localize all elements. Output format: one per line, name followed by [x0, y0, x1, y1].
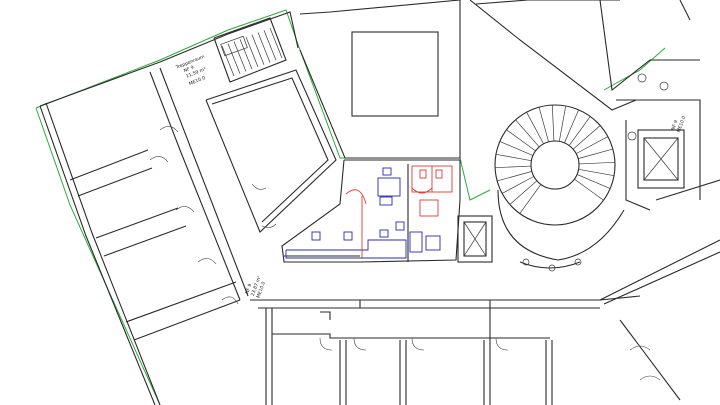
spiral-step [495, 153, 532, 162]
spiral-step [578, 168, 615, 177]
stair-step [263, 30, 277, 61]
spiral-step [526, 111, 544, 145]
right-id-label: NF 9 [670, 119, 679, 131]
spiral-step [568, 116, 591, 146]
spiral-step [499, 141, 534, 156]
stair-step [269, 27, 283, 59]
spiral-step [572, 125, 601, 150]
stair-step [221, 45, 235, 77]
right-code-label: ME10.0 [676, 115, 688, 133]
spiral-step [564, 109, 579, 144]
kitchenette-core [281, 159, 461, 263]
spiral-staircase [494, 104, 625, 272]
left-office-wing [39, 11, 299, 405]
spiral-step [578, 148, 613, 159]
spiral-step [495, 165, 532, 169]
stairwell-code-label: ME10.0 [188, 75, 206, 87]
stair-step [233, 41, 247, 72]
stair-step [239, 39, 253, 70]
spiral-step [578, 161, 615, 165]
spiral-step [551, 105, 555, 142]
stair-step [245, 36, 259, 68]
lower-office-row [250, 295, 641, 405]
spiral-step [509, 180, 538, 205]
corridor-id-label: NF 9 [244, 283, 253, 295]
spiral-step [575, 136, 609, 154]
spiral-step [538, 107, 549, 142]
spiral-step [576, 174, 611, 189]
central-office-block [205, 0, 461, 233]
spiral-step [501, 176, 535, 194]
room-labels: Treppenraum NF 9 11,59 m² ME10.0 NF 9 23… [174, 54, 687, 299]
elevator [457, 215, 493, 263]
stairwell-id-label: NF 9 [183, 65, 195, 75]
stair-step [257, 32, 271, 63]
spiral-step [558, 105, 567, 142]
spiral-step [515, 119, 540, 148]
stairwell [213, 17, 287, 83]
spiral-step [506, 129, 536, 152]
right-wing [469, 0, 720, 401]
spiral-step [519, 184, 542, 214]
spiral-step [497, 171, 532, 182]
stair-step [227, 43, 241, 74]
spiral-step [574, 178, 604, 201]
stair-step [251, 34, 265, 65]
corridor-code-label: ME10.0 [255, 281, 267, 299]
